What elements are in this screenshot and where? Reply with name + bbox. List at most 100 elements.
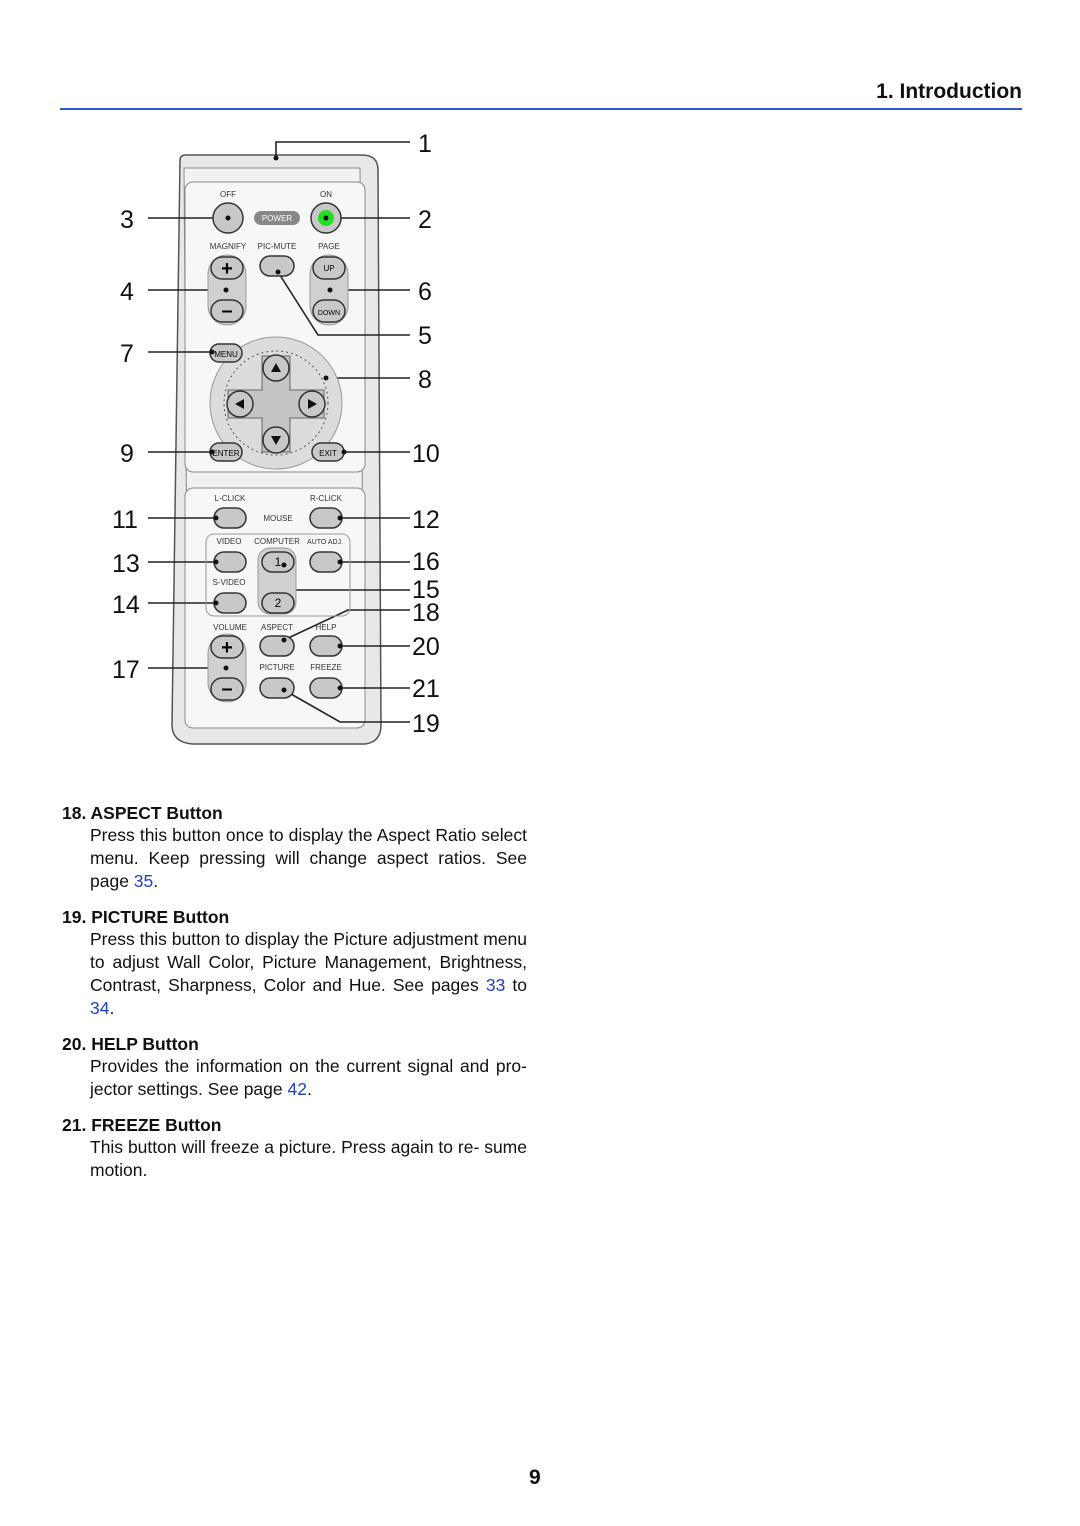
magnify-plus-label: +	[221, 258, 233, 280]
volume-minus-label: –	[221, 678, 232, 700]
remote-control-diagram: 1 3 2 4 6 5 7 8 9 10 11 12 13 16 15 14 1…	[112, 130, 440, 745]
aspect-section-title: 18. ASPECT Button	[62, 803, 223, 823]
callout-9: 9	[120, 440, 134, 468]
volume-plus-button[interactable]	[210, 635, 244, 659]
page-link-33[interactable]: 33	[485, 975, 506, 995]
auto-adj-label: AUTO ADJ.	[307, 539, 343, 546]
help-text-end: .	[306, 1079, 312, 1099]
help-label: HELP	[316, 623, 337, 632]
page-link-34[interactable]: 34	[90, 998, 110, 1018]
picture-text-mid: to	[505, 975, 527, 995]
computer-label: COMPUTER	[254, 537, 300, 546]
page-label: PAGE	[318, 242, 340, 251]
aspect-section: 18. ASPECT Button Press this button once…	[62, 802, 527, 893]
callout-18: 18	[412, 599, 440, 627]
page-link-42[interactable]: 42	[287, 1079, 307, 1099]
freeze-section: 21. FREEZE Button This button will freez…	[62, 1114, 527, 1182]
help-section-body: Provides the information on the current …	[90, 1055, 527, 1101]
callout-1: 1	[418, 130, 432, 158]
callout-6: 6	[418, 278, 432, 306]
page-up-label: UP	[323, 264, 334, 273]
aspect-text: Press this button once to display the As…	[90, 825, 527, 891]
callout-12: 12	[412, 506, 440, 534]
volume-minus-button[interactable]	[210, 677, 244, 701]
computer-1-label: 1	[275, 555, 282, 569]
magnify-minus-button[interactable]	[210, 299, 244, 323]
aspect-label: ASPECT	[261, 623, 293, 632]
s-video-button[interactable]	[213, 592, 247, 614]
callout-15: 15	[412, 576, 440, 604]
computer-1-button[interactable]	[261, 551, 295, 573]
callout-4: 4	[120, 278, 134, 306]
pic-mute-button[interactable]	[259, 255, 295, 277]
exit-label: EXIT	[319, 449, 337, 458]
magnify-plus-button[interactable]	[210, 256, 244, 280]
freeze-label: FREEZE	[310, 663, 342, 672]
picture-section: 19. PICTURE Button Press this button to …	[62, 906, 527, 1020]
picture-text: Press this button to display the Picture…	[90, 929, 527, 995]
magnify-label: MAGNIFY	[210, 242, 247, 251]
nav-cross	[227, 355, 325, 453]
freeze-section-title: 21. FREEZE Button	[62, 1115, 222, 1135]
callout-21: 21	[412, 675, 440, 703]
picture-section-title: 19. PICTURE Button	[62, 907, 230, 927]
help-button[interactable]	[309, 635, 343, 657]
volume-plus-label: +	[221, 637, 233, 659]
callout-19: 19	[412, 710, 440, 738]
chapter-title: 1. Introduction	[876, 80, 1022, 103]
r-click-button[interactable]	[309, 507, 343, 529]
pic-mute-label: PIC-MUTE	[258, 242, 297, 251]
callout-5: 5	[418, 322, 432, 350]
computer-2-button[interactable]	[261, 592, 295, 614]
callout-17: 17	[112, 656, 140, 684]
source-group-frame	[205, 533, 351, 617]
aspect-section-body: Press this button once to display the As…	[90, 824, 527, 893]
callout-16: 16	[412, 548, 440, 576]
aspect-button[interactable]	[259, 635, 295, 657]
picture-label: PICTURE	[259, 663, 294, 672]
magnify-minus-label: –	[221, 300, 232, 322]
l-click-label: L-CLICK	[215, 494, 246, 503]
arrow-up-icon	[271, 363, 281, 372]
callout-7: 7	[120, 340, 134, 368]
callout-8: 8	[418, 366, 432, 394]
callout-20: 20	[412, 633, 440, 661]
button-descriptions: 18. ASPECT Button Press this button once…	[62, 802, 527, 1195]
video-label: VIDEO	[217, 537, 242, 546]
callout-10: 10	[412, 440, 440, 468]
callout-11: 11	[112, 506, 138, 534]
arrow-left-icon	[235, 399, 244, 409]
freeze-button[interactable]	[309, 677, 343, 699]
page-down-label: DOWN	[318, 310, 340, 317]
mouse-label: MOUSE	[263, 514, 292, 523]
freeze-section-body: This button will freeze a picture. Press…	[90, 1137, 527, 1180]
callout-2: 2	[418, 206, 432, 234]
nav-mouse-ring[interactable]	[223, 350, 329, 456]
video-button[interactable]	[213, 551, 247, 573]
help-section: 20. HELP Button Provides the information…	[62, 1033, 527, 1101]
help-section-title: 20. HELP Button	[62, 1034, 199, 1054]
callout-3: 3	[120, 206, 134, 234]
page-up-button[interactable]	[312, 256, 346, 280]
aspect-text-end: .	[153, 871, 159, 891]
s-video-label: S-VIDEO	[213, 578, 246, 587]
leader-dots	[209, 155, 347, 693]
auto-adj-button[interactable]	[309, 551, 343, 573]
l-click-button[interactable]	[213, 507, 247, 529]
callout-14: 14	[112, 591, 140, 619]
computer-2-label: 2	[275, 596, 282, 610]
enter-label: ENTER	[212, 449, 239, 458]
arrow-right-icon	[308, 399, 317, 409]
page-down-button[interactable]	[312, 299, 346, 323]
page-header: 1. Introduction	[60, 78, 1022, 110]
on-label: ON	[320, 190, 332, 199]
page-link-35[interactable]: 35	[133, 871, 154, 891]
menu-label: MENU	[214, 350, 238, 359]
r-click-label: R-CLICK	[310, 494, 343, 503]
volume-label: VOLUME	[213, 623, 247, 632]
power-label: POWER	[262, 214, 292, 223]
picture-button[interactable]	[259, 677, 295, 699]
picture-text-end: .	[109, 998, 115, 1018]
picture-section-body: Press this button to display the Picture…	[90, 928, 527, 1020]
help-text: Provides the information on the current …	[90, 1056, 527, 1099]
